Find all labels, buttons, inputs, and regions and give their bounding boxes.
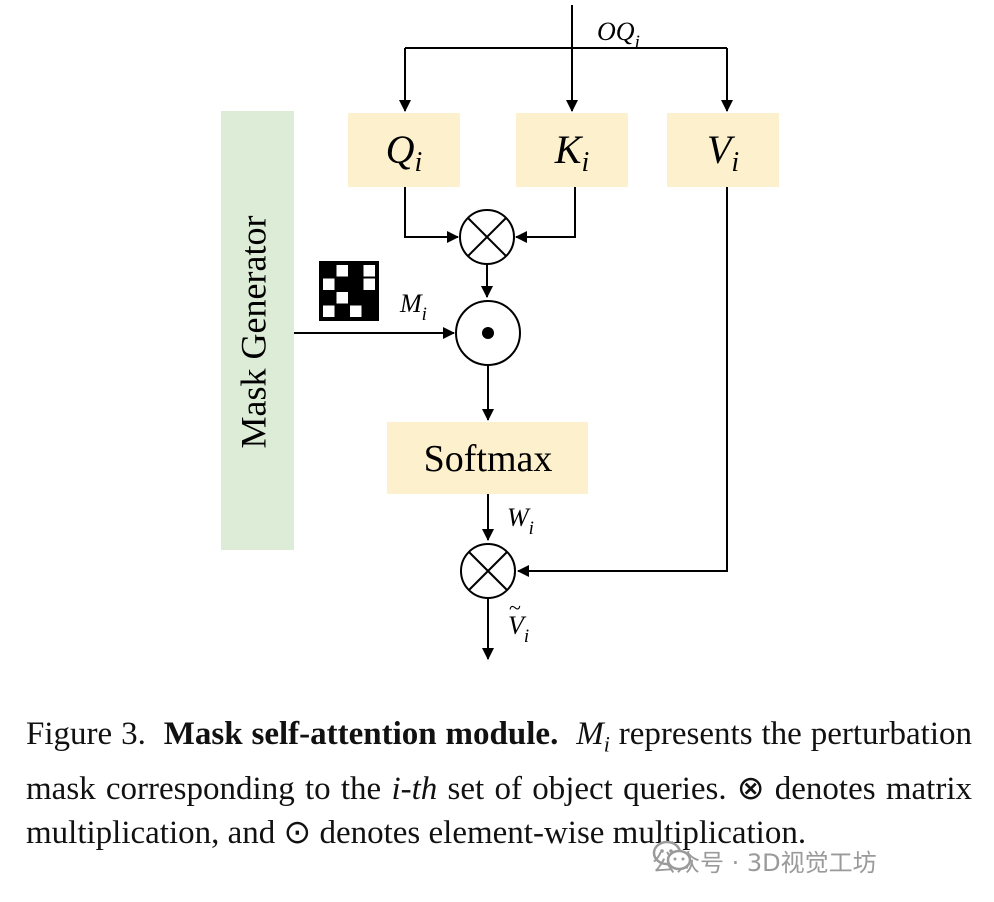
mask-pattern-cell [350,305,362,317]
key-box [516,113,628,187]
matmul-operator-1 [459,209,515,265]
wechat-icon [652,840,692,871]
mask-generator-box [221,111,294,550]
attention-diagram: Mask Generator OQi Qi Ki Vi [221,5,779,660]
q-to-matmul-line [404,187,459,243]
mask-generator-label: Mask Generator [233,216,273,449]
mask-pattern-icon [319,261,379,321]
key-label: Ki [554,127,589,178]
output-tilde: ~ [509,595,521,620]
caption-text-4: denotes element-wise multiplication. [311,814,807,851]
elementwise-operator [455,300,521,366]
value-box [667,113,779,187]
value-label: Vi [707,127,739,178]
softmax-box [387,422,588,494]
caption-text-2: set of object queries. [437,770,737,807]
softmax-label: Softmax [424,438,553,480]
caption-title: Mask self-attention module. [163,716,559,752]
mask-pattern-cell [323,278,335,290]
query-box [348,113,460,187]
caption-matmul-symbol: ⊗ [736,770,765,807]
mask-pattern-cell [336,265,348,277]
caption-elementwise-symbol: ⊙ [283,814,312,851]
caption-i-th: i-th [391,770,438,807]
weight-label: Wi [507,503,534,539]
matmul-operator-2 [460,543,516,599]
watermark: 公众号 · 3D视觉工坊 [652,840,877,880]
caption-mask-symbol: Mi [576,716,610,757]
input-label: OQi [597,17,640,53]
v-to-matmul-line [517,187,728,577]
mask-pattern-cell [323,305,335,317]
caption-text-1: represents the perturbation mask corresp… [26,716,972,807]
output-label: Vi [508,611,529,647]
mask-pattern-cell [363,265,375,277]
figure-number: Figure 3. [26,716,146,752]
mask-pattern-cell [336,292,348,304]
mask-pattern-cell [363,278,375,290]
k-to-matmul-line [515,187,576,243]
mask-label: Mi [399,289,427,325]
caption-text-3: denotes matrix multiplication, and [26,770,972,851]
query-label: Qi [386,127,423,178]
figure-caption: Figure 3. Mask self-attention module. Mi… [26,712,972,855]
